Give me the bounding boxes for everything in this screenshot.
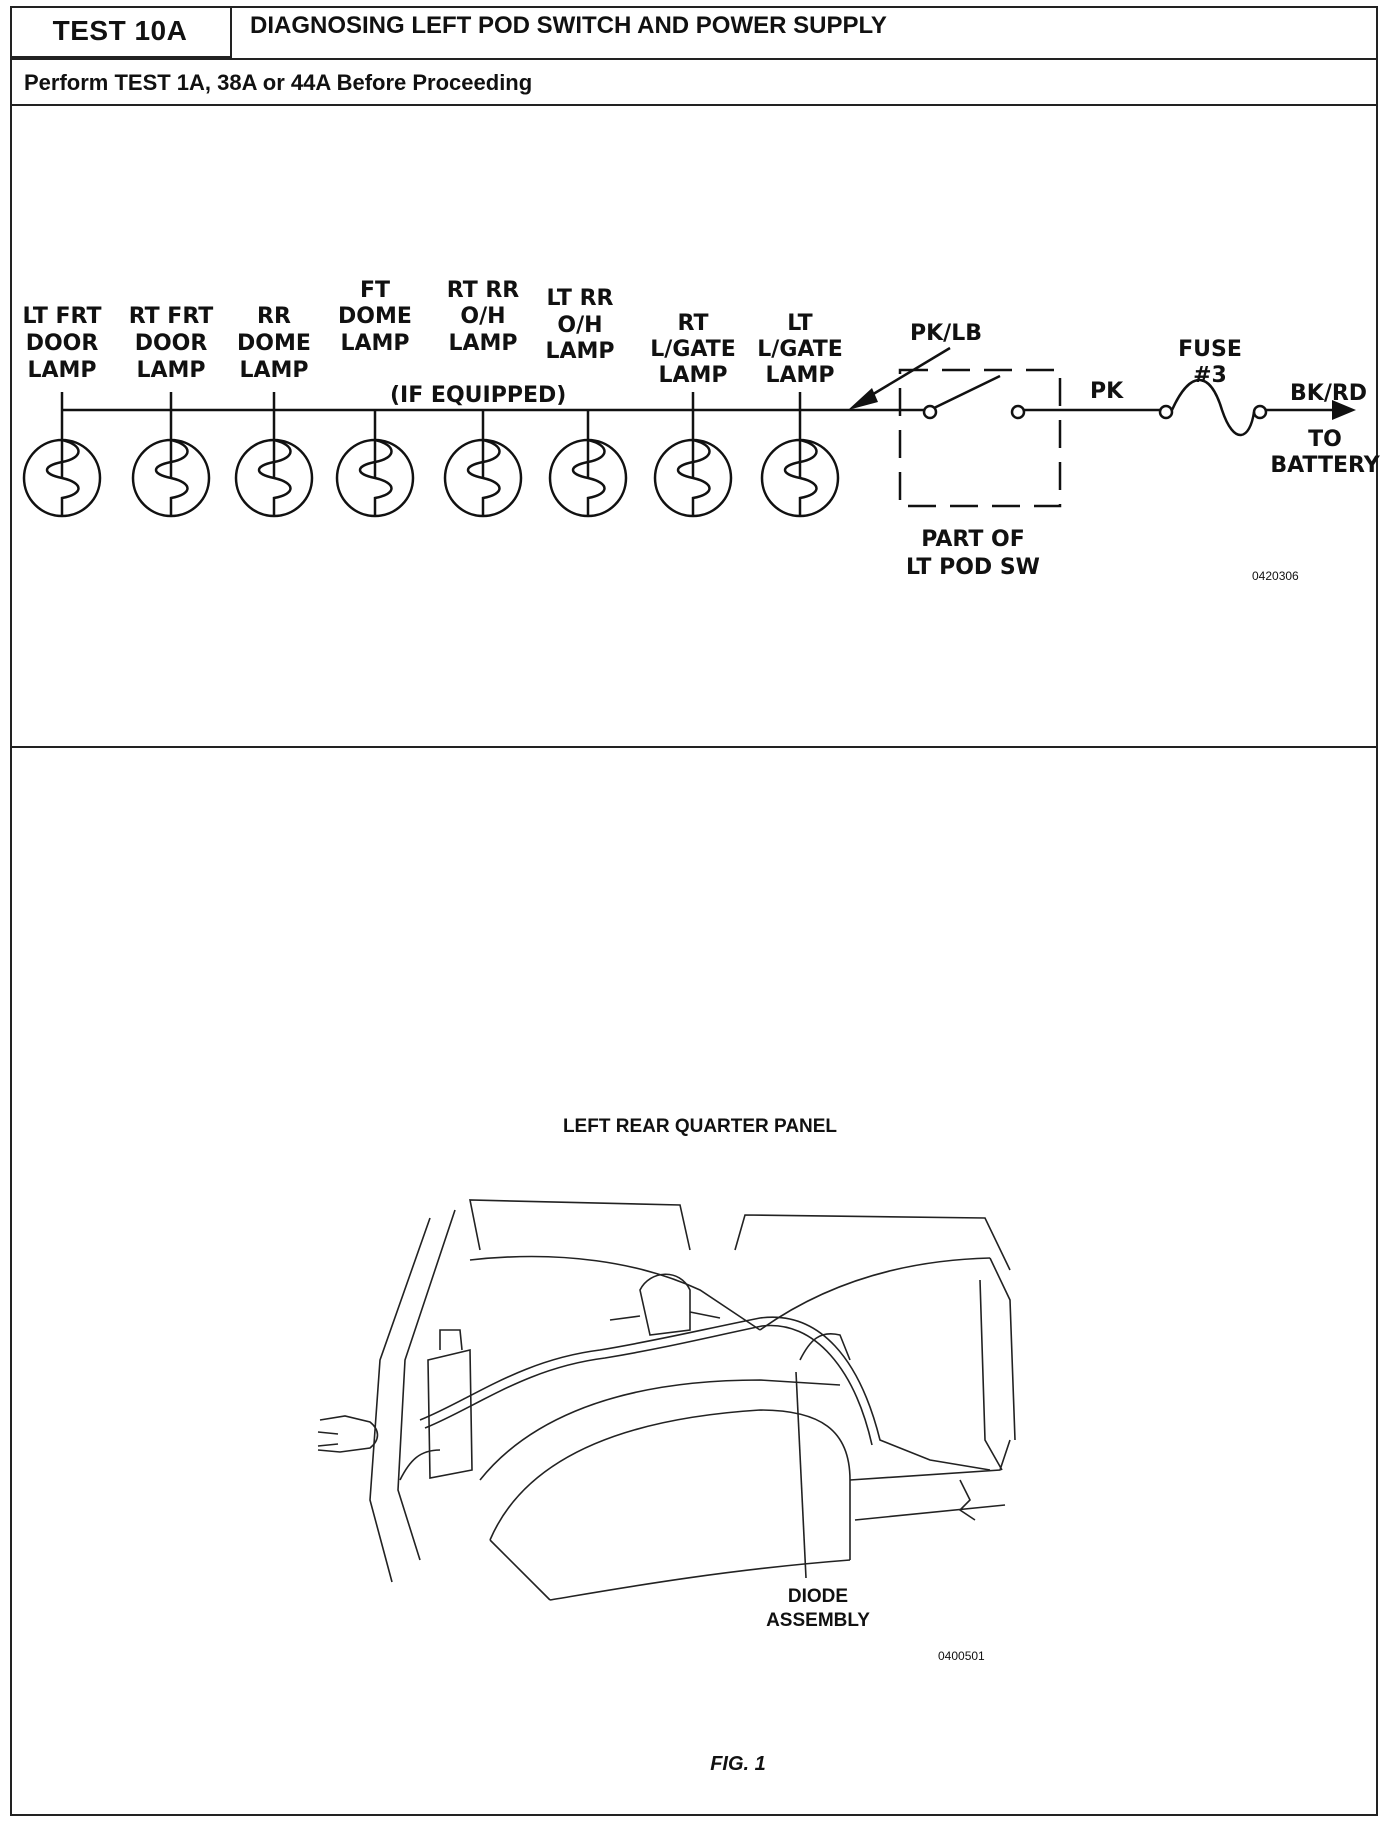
- lamp-label-line: LAMP: [545, 339, 614, 364]
- fuse-terminal: [1158, 404, 1174, 420]
- lamp-label-line: RT FRT: [129, 304, 214, 329]
- callout-leader: [795, 1371, 807, 1579]
- switch-contact: [922, 404, 938, 420]
- switch-label-line: PART OF: [921, 527, 1024, 552]
- wire-label-pk-lb: PK/LB: [910, 321, 982, 346]
- lamp-label-line: RT RR: [447, 278, 520, 303]
- lamp-label-line: LAMP: [239, 358, 308, 383]
- wire-label-bk-rd: BK/RD: [1290, 381, 1367, 406]
- switch-blade: [933, 374, 1001, 410]
- pointer-arrowhead: [848, 388, 878, 410]
- pointer-arrow: [859, 346, 951, 404]
- lamp-label-line: RR: [257, 304, 291, 329]
- lamp-label-line: LT FRT: [22, 304, 101, 329]
- divider: [10, 58, 1378, 60]
- battery-label-line: TO: [1308, 427, 1342, 452]
- lamp-label-line: LAMP: [340, 331, 409, 356]
- figure-code: 0400501: [938, 1649, 985, 1663]
- battery-label-line: BATTERY: [1270, 453, 1380, 478]
- page-title: DIAGNOSING LEFT POD SWITCH AND POWER SUP…: [250, 12, 887, 39]
- lamp-label-line: DOOR: [135, 331, 208, 356]
- wire-label-pk: PK: [1090, 379, 1124, 404]
- lamp-symbol: [443, 410, 523, 518]
- fuse-label: FUSE: [1178, 337, 1242, 362]
- lamp-label-line: RT: [678, 311, 709, 336]
- lamp-symbol: [760, 392, 840, 518]
- lamp-label-line: LAMP: [448, 331, 517, 356]
- lamp-symbol: [548, 410, 628, 518]
- illustration-title: LEFT REAR QUARTER PANEL: [563, 1116, 837, 1137]
- fuse-number: #3: [1193, 363, 1227, 388]
- switch-enclosure: [898, 368, 1062, 508]
- divider: [10, 746, 1378, 748]
- lamp-label-line: LT: [787, 311, 812, 336]
- lamp-label-line: LAMP: [27, 358, 96, 383]
- lamp-label-line: FT: [360, 278, 390, 303]
- lamp-label-line: DOME: [338, 304, 412, 329]
- lamp-symbol: [22, 392, 102, 518]
- page-frame: [10, 6, 1378, 1816]
- divider: [10, 104, 1378, 106]
- figure-caption: FIG. 1: [710, 1753, 766, 1775]
- battery-arrowhead: [1332, 400, 1356, 420]
- fuse-symbol: [1170, 378, 1256, 437]
- lamp-label-line: L/GATE: [650, 337, 735, 362]
- lamp-label-line: LT RR: [547, 286, 614, 311]
- lamp-label-line: LAMP: [765, 363, 834, 388]
- fuse-terminal: [1252, 404, 1268, 420]
- lamp-label-line: DOME: [237, 331, 311, 356]
- switch-contact: [1010, 404, 1026, 420]
- lamp-label-line: LAMP: [658, 363, 727, 388]
- lamp-symbol: [653, 392, 733, 518]
- test-id-tab: TEST 10A: [10, 6, 232, 58]
- lamp-label-line: L/GATE: [757, 337, 842, 362]
- figure-code: 0420306: [1252, 569, 1299, 583]
- lamp-label-line: LAMP: [136, 358, 205, 383]
- lamp-symbol: [131, 392, 211, 518]
- switch-label-line: LT POD SW: [906, 555, 1040, 580]
- panel-drawing: [317, 1199, 1016, 1601]
- lamp-symbol: [335, 410, 415, 518]
- lamp-label-line: O/H: [557, 313, 602, 338]
- callout-label-line: DIODE: [788, 1586, 848, 1607]
- prerequisite-note: Perform TEST 1A, 38A or 44A Before Proce…: [24, 70, 533, 95]
- lamp-label-line: O/H: [460, 304, 505, 329]
- callout-label-line: ASSEMBLY: [766, 1610, 870, 1631]
- lamp-symbol: [234, 392, 314, 518]
- if-equipped-label: (IF EQUIPPED): [390, 383, 566, 408]
- lamp-label-line: DOOR: [26, 331, 99, 356]
